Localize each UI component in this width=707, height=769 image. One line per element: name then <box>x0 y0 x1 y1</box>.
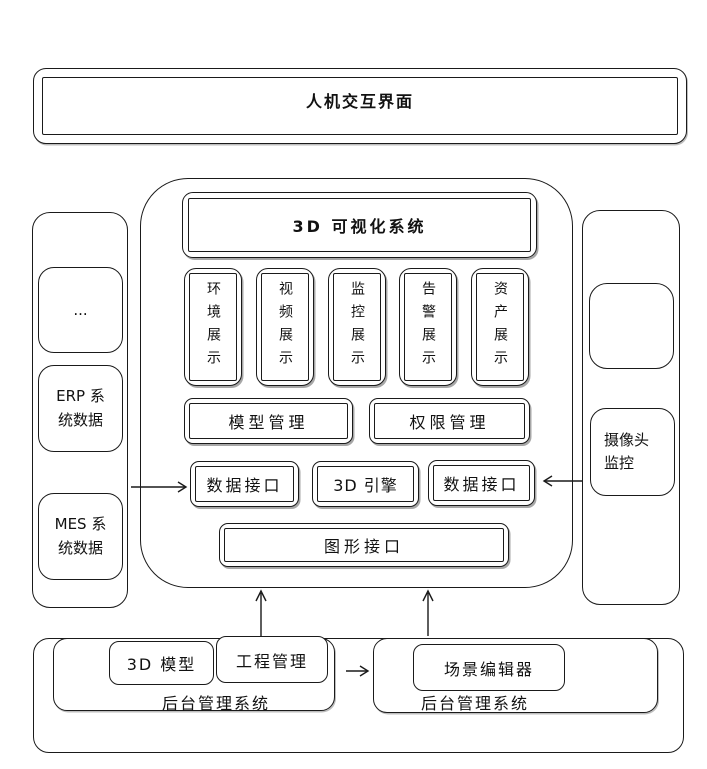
other-data-label: ... <box>73 301 88 319</box>
backend-3d-model-box: 3D 模型 <box>109 641 214 685</box>
mes-data-line1: MES 系 <box>54 515 107 534</box>
permission-management-box: 权限管理 <box>369 398 530 444</box>
display-label-video: 视频展示 <box>277 281 293 373</box>
backend-right-label: 后台管理系统 <box>420 694 529 713</box>
data-interface-left-label: 数据接口 <box>206 476 283 495</box>
engine-box: 3D 引擎 <box>312 461 419 507</box>
graphics-interface-label: 图形接口 <box>323 537 404 556</box>
backend-engineering-box: 工程管理 <box>216 636 328 683</box>
display-label-asset: 资产展示 <box>492 281 508 373</box>
data-interface-left-box: 数据接口 <box>190 461 299 507</box>
engine-label: 3D 引擎 <box>333 476 398 495</box>
viz-title: 3D 可视化系统 <box>292 217 427 236</box>
hmi-header-title: 人机交互界面 <box>305 92 414 111</box>
scene-editor-label: 场景编辑器 <box>443 659 534 679</box>
scene-editor-box: 场景编辑器 <box>413 644 565 691</box>
backend-engineering-label: 工程管理 <box>235 651 308 671</box>
model-management-label: 模型管理 <box>228 413 309 432</box>
other-data-box: ... <box>38 267 123 353</box>
display-box-environment: 环境展示 <box>184 268 242 386</box>
viz-title-box: 3D 可视化系统 <box>182 192 537 258</box>
display-box-alarm: 告警展示 <box>399 268 457 386</box>
erp-data-line1: ERP 系 <box>56 387 105 406</box>
display-box-monitoring: 监控展示 <box>328 268 386 386</box>
mes-data-box: MES 系 统数据 <box>38 493 123 580</box>
graphics-interface-box: 图形接口 <box>219 523 509 567</box>
backend-3d-model-label: 3D 模型 <box>126 655 197 674</box>
permission-management-label: 权限管理 <box>409 413 490 432</box>
camera-monitor-line2: 监控 <box>604 454 635 472</box>
camera-empty-box <box>589 283 674 369</box>
display-label-alarm: 告警展示 <box>420 281 436 373</box>
data-interface-right-box: 数据接口 <box>428 460 535 506</box>
right-panel: 摄像头 监控 <box>582 210 680 605</box>
backend-left-label: 后台管理系统 <box>161 694 270 713</box>
camera-monitor-line1: 摄像头 <box>604 430 650 449</box>
display-label-environment: 环境展示 <box>205 281 221 373</box>
erp-data-line2: 统数据 <box>57 410 103 429</box>
model-management-box: 模型管理 <box>184 398 353 444</box>
display-label-monitoring: 监控展示 <box>349 281 365 373</box>
display-box-video: 视频展示 <box>256 268 314 386</box>
left-panel: ... ERP 系 统数据 MES 系 统数据 <box>32 212 128 608</box>
mes-data-line2: 统数据 <box>57 538 103 557</box>
camera-monitor-box: 摄像头 监控 <box>590 408 675 496</box>
erp-data-box: ERP 系 统数据 <box>38 365 123 452</box>
data-interface-right-label: 数据接口 <box>443 475 520 494</box>
hmi-header-box: 人机交互界面 <box>33 68 687 144</box>
display-box-asset: 资产展示 <box>471 268 529 386</box>
